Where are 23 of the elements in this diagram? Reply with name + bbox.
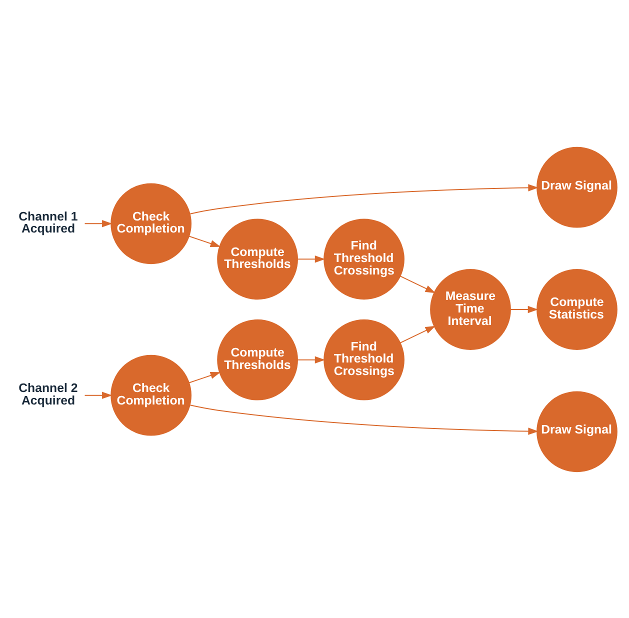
node-circle: Measure Time Interval [430,268,511,350]
node-circle: Draw Signal [536,390,618,472]
arrow [297,356,326,363]
node-circle: Compute Thresholds [217,218,298,300]
node-circle: Check Completion [110,354,192,436]
arrow [297,255,326,262]
arrow [84,220,112,227]
node-circle: Compute Thresholds [217,318,298,400]
node-circle: Draw Signal [536,146,618,228]
arrow [84,391,112,398]
node-circle: Compute Statistics [536,268,618,350]
arrow [190,404,538,434]
arrow [190,184,538,214]
node-text: Channel 1 Acquired [18,208,78,236]
node-circle: Find Threshold Crossings [324,218,404,300]
node-circle: Find Threshold Crossings [324,318,404,400]
node-circle: Check Completion [110,182,192,264]
node-text: Channel 2 Acquired [18,380,78,407]
arrow [510,305,538,313]
arrow [188,235,221,247]
arrow [188,371,221,383]
arrow [400,275,436,293]
arrow [400,325,436,343]
